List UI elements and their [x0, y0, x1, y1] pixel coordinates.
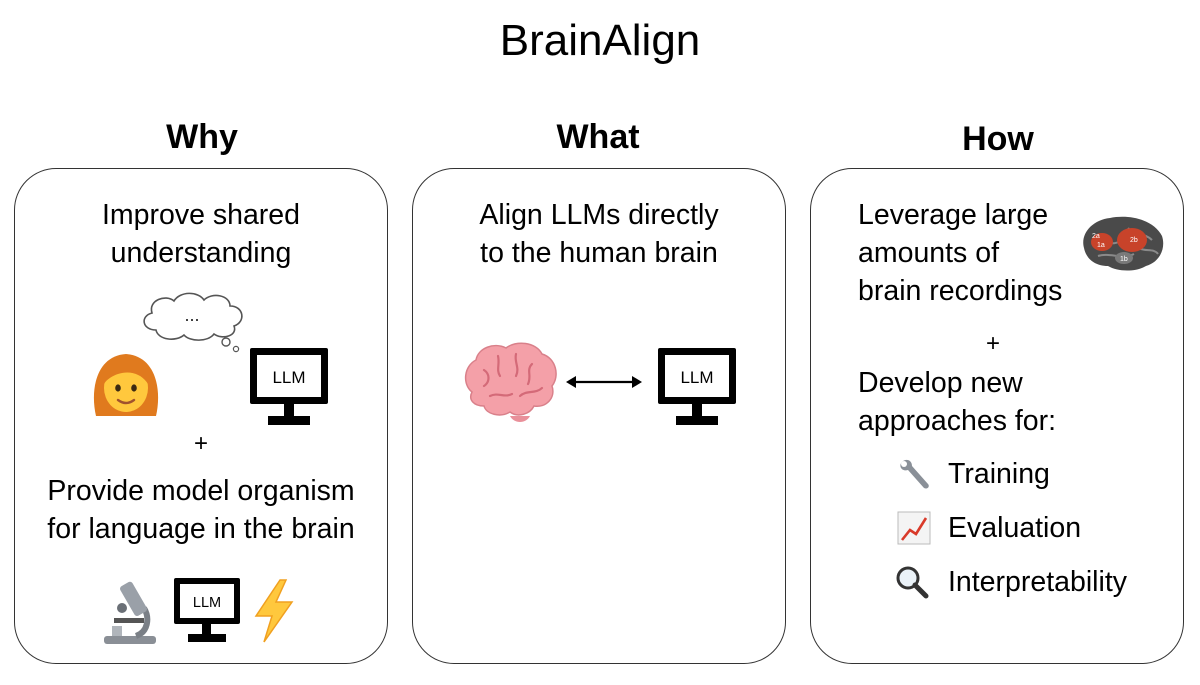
diagram-title: BrainAlign	[499, 16, 701, 65]
chart-increasing-icon	[897, 511, 931, 545]
llm-monitor-2-label: LLM	[193, 595, 221, 611]
brain-map-label-2b: 2b	[1130, 237, 1138, 244]
wrench-icon	[900, 459, 929, 489]
list-item-evaluation: Evaluation	[894, 508, 1081, 548]
heading-how: How	[962, 120, 1034, 158]
heading-why: Why	[166, 118, 238, 156]
how-text-develop: Develop new approaches for:	[858, 364, 1118, 440]
microscope-icon	[104, 581, 156, 644]
list-item-label: Interpretability	[948, 565, 1128, 598]
thought-text: ...	[184, 305, 199, 325]
magnifying-glass-icon	[896, 566, 929, 599]
list-item-label: Training	[948, 457, 1050, 490]
list-item-label: Evaluation	[948, 511, 1082, 544]
list-item-training: Training	[894, 454, 1050, 494]
why-text-line-2: understanding	[110, 237, 292, 269]
llm-monitor-icon: LLM	[250, 348, 328, 425]
how-text-leverage: Leverage large amounts of brain recordin…	[858, 196, 1098, 310]
how-text2-line-2: approaches for:	[858, 405, 1057, 437]
llm-monitor-icon-2: LLM	[174, 578, 240, 642]
how-text2-line-1: Develop new	[858, 367, 1023, 399]
how-text-line-3: brain recordings	[858, 275, 1063, 307]
what-text-line-1: Align LLMs directly	[479, 199, 719, 231]
brain-map-label-2a: 2a	[1092, 233, 1100, 240]
heading-what: What	[556, 118, 640, 156]
why-text2-line-2: for language in the brain	[47, 513, 355, 545]
llm-monitor-what-label: LLM	[680, 368, 713, 387]
how-text-line-2: amounts of	[858, 237, 999, 269]
how-text-line-1: Leverage large	[858, 199, 1049, 231]
llm-monitor-icon-what: LLM	[658, 348, 736, 425]
how-plus: +	[985, 330, 1000, 357]
llm-monitor-label: LLM	[272, 368, 305, 387]
why-text-provide: Provide model organism for language in t…	[14, 472, 388, 548]
brain-icon	[464, 342, 557, 422]
why-text-line-1: Improve shared	[101, 199, 300, 231]
why-text2-line-1: Provide model organism	[47, 475, 355, 507]
woman-icon	[93, 354, 159, 416]
why-plus: +	[193, 430, 208, 457]
brain-map-label-1b: 1b	[1120, 256, 1128, 263]
what-text: Align LLMs directly to the human brain	[412, 196, 786, 272]
double-arrow-icon	[566, 376, 642, 388]
brain-map-icon: 2a 1a 2b 1b	[1083, 216, 1164, 271]
brain-map-label-1a: 1a	[1097, 242, 1105, 249]
what-text-line-2: to the human brain	[480, 237, 718, 269]
list-item-interpretability: Interpretability	[894, 562, 1127, 602]
thought-bubble-icon: ...	[143, 292, 243, 353]
why-text-improve: Improve shared understanding	[14, 196, 388, 272]
panel-what	[412, 168, 786, 664]
lightning-icon	[254, 579, 294, 643]
